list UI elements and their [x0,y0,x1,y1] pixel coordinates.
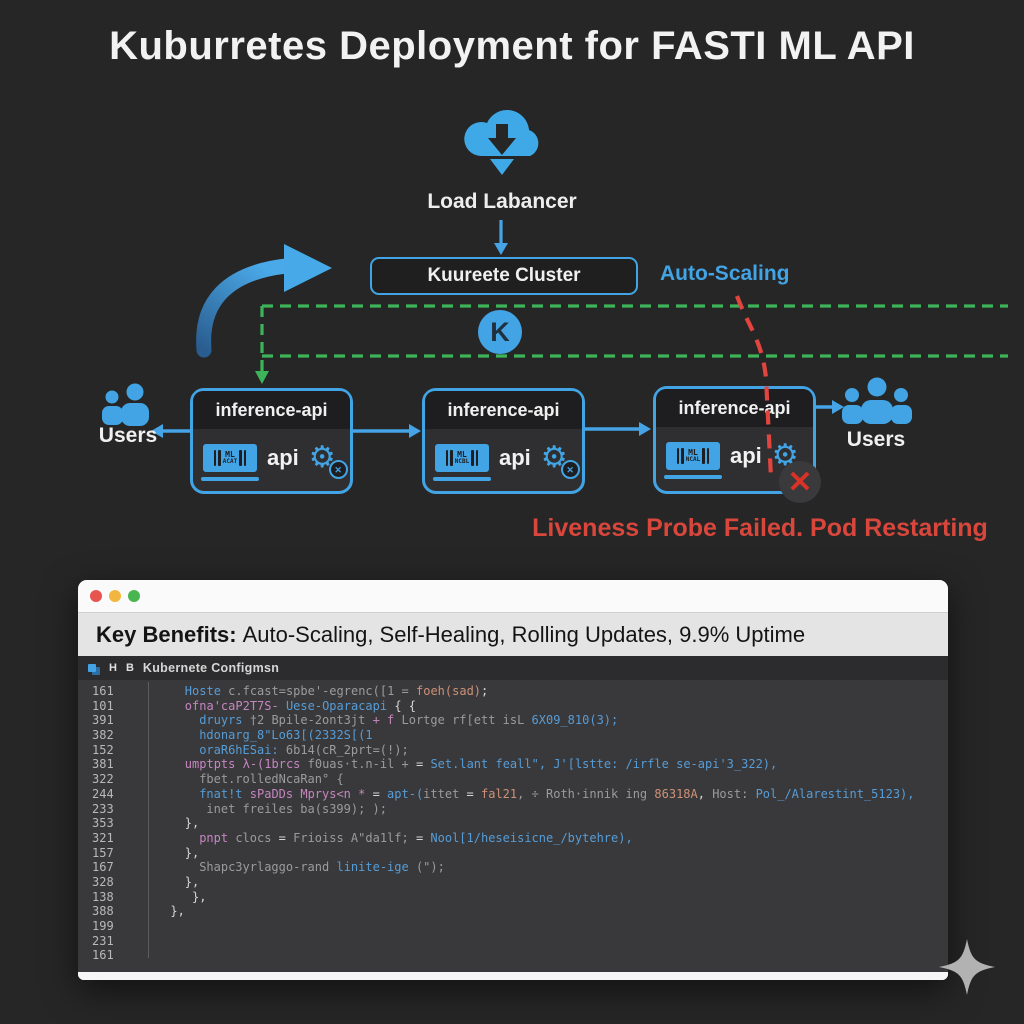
code-line: 199 [92,919,114,933]
key-benefits-bar: Key Benefits: Auto-Scaling, Self-Healing… [78,612,948,656]
users-left-label: Users [98,424,158,447]
pod-name-label: inference-api [425,391,582,429]
green-dashed-band [260,304,1008,372]
code-line: 388}, [92,904,185,919]
h-icon: H [109,662,117,674]
api-label: api [499,445,531,470]
gear-icon: ⚙✕ [309,443,348,479]
editor-tab-bar: H B Kubernete Configmsn [78,656,948,680]
editor-window: Key Benefits: Auto-Scaling, Self-Healing… [78,580,948,980]
green-arrowhead [255,371,269,384]
zoom-button[interactable] [128,590,140,602]
load-balancer-label: Load Labancer [427,190,577,213]
cluster-label: Kuureete Cluster [427,265,581,286]
failed-x-icon: ✕ [779,461,821,503]
api-label: api [267,445,299,470]
pod-flow-arrows [162,405,833,433]
users-right-icon [842,377,912,424]
gutter-separator [148,682,149,958]
copy-icon [88,664,96,672]
liveness-error-text: Liveness Probe Failed. Pod Restarting [532,514,988,542]
code-line: 138}, [92,889,207,904]
kubernetes-logo-icon: K [478,310,522,354]
error-badge-icon: ✕ [560,460,580,479]
cloud-download-icon [464,109,539,175]
gear-icon: ⚙✕ [541,443,580,479]
b-icon: B [125,662,134,674]
close-button[interactable] [90,590,102,602]
key-benefits-text: Auto-Scaling, Self-Healing, Rolling Upda… [242,621,806,647]
pod-name-label: inference-api [193,391,350,429]
users-right-label: Users [846,428,906,451]
minimize-button[interactable] [109,590,121,602]
window-titlebar [78,580,948,612]
users-left-icon [102,383,149,426]
sparkle-icon [939,939,995,995]
code-line: 231 [92,933,114,948]
error-badge-icon: ✕ [328,460,348,479]
tab-title: Kubernete Configmsn [142,661,280,675]
code-line: 328}, [92,874,200,889]
page-title: Kuburretes Deployment for FASTI ML API [109,24,915,68]
code-line: 353}, [92,816,200,831]
swoosh-arrow [196,244,332,358]
key-benefits-label: Key Benefits: [96,621,237,647]
code-line: 157}, [92,845,200,860]
code-line: 161 [92,948,114,963]
window-bottom-edge [78,972,948,980]
pod-name-label: inference-api [656,389,813,427]
cluster-box: Kuureete Cluster [370,257,638,295]
api-label: api [730,443,762,468]
auto-scaling-label: Auto-Scaling [660,262,790,285]
